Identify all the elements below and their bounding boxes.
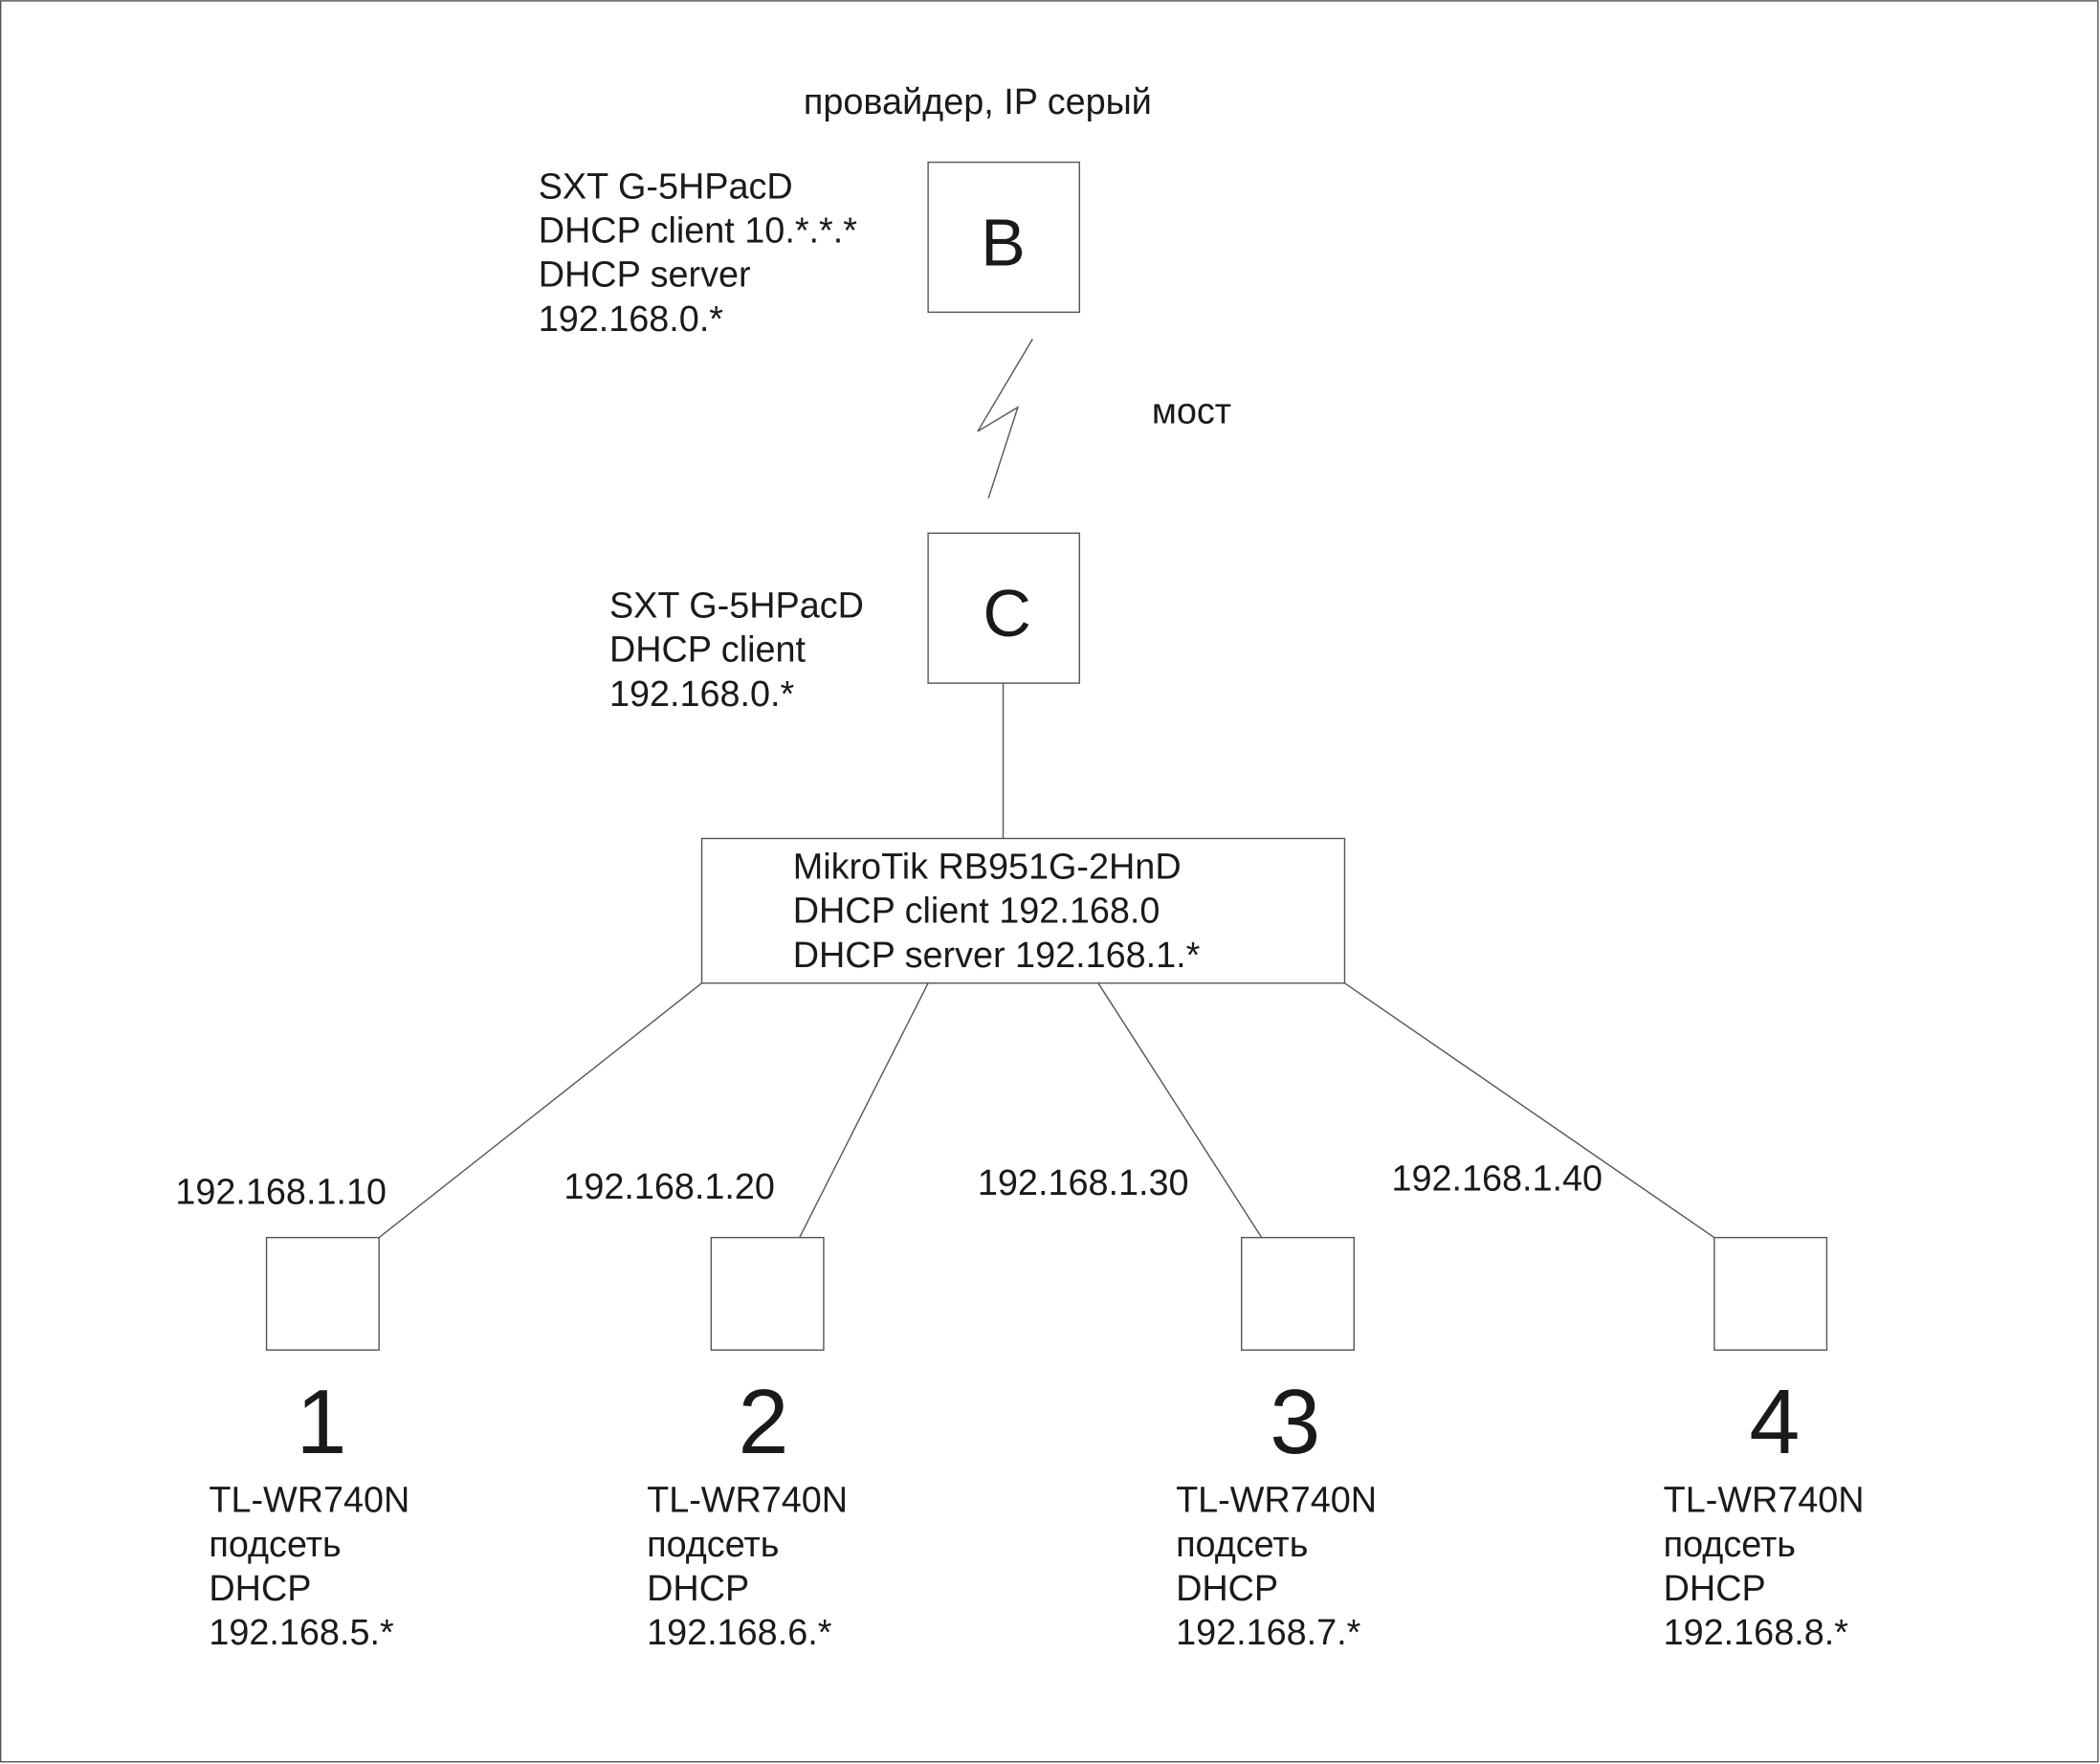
link-client-4 (1344, 982, 1715, 1239)
client-line: 192.168.5.* (209, 1613, 394, 1653)
client-line: 192.168.8.* (1664, 1613, 1849, 1653)
node-c-letter: C (983, 576, 1031, 650)
node-c-box (927, 532, 1080, 684)
wireless-link-icon (977, 338, 1033, 499)
client-line: DHCP (647, 1569, 749, 1609)
link-client-2 (799, 982, 929, 1238)
node-b-box (927, 161, 1080, 314)
client-number: 4 (1749, 1372, 1800, 1473)
node-b-letter: B (981, 205, 1026, 279)
client-line: 192.168.6.* (647, 1613, 832, 1653)
node-b-line: 192.168.0.* (539, 299, 724, 340)
client-line: подсеть (647, 1525, 779, 1565)
client-line: DHCP (1176, 1569, 1278, 1609)
client-line: 192.168.7.* (1176, 1613, 1361, 1653)
client-line: подсеть (1176, 1525, 1308, 1565)
client-number: 1 (296, 1372, 346, 1473)
node-b-line: DHCP client 10.*.*.* (539, 211, 857, 252)
client-3: 192.168.1.30 3 TL-WR740N подсеть DHCP 19… (978, 1163, 1377, 1653)
router-line: MikroTik RB951G-2HnD (793, 848, 1182, 888)
client-line: TL-WR740N (1176, 1481, 1377, 1521)
node-b-line: DHCP server (539, 255, 751, 296)
client-line: DHCP (209, 1569, 311, 1609)
client-1: 192.168.1.10 1 TL-WR740N подсеть DHCP 19… (175, 1173, 409, 1654)
router-line: DHCP server 192.168.1.* (793, 936, 1201, 976)
client-number: 2 (738, 1372, 788, 1473)
node-c-line: 192.168.0.* (609, 674, 795, 715)
node-b-line: SXT G-5HPacD (539, 166, 793, 207)
node-c: SXT G-5HPacD DHCP client 192.168.0.* C (609, 532, 1080, 715)
client-box (1240, 1236, 1355, 1351)
client-box (1713, 1236, 1828, 1351)
router: MikroTik RB951G-2HnD DHCP client 192.168… (700, 837, 1346, 984)
client-line: подсеть (1664, 1525, 1796, 1565)
client-line: TL-WR740N (1664, 1481, 1865, 1521)
client-number: 3 (1270, 1372, 1320, 1473)
client-line: DHCP (1664, 1569, 1766, 1609)
router-box (700, 837, 1346, 984)
provider-label: провайдер, IP серый (804, 82, 1152, 122)
client-ip: 192.168.1.10 (175, 1173, 387, 1213)
client-ip: 192.168.1.40 (1391, 1159, 1603, 1200)
client-ip: 192.168.1.30 (978, 1163, 1189, 1203)
client-line: подсеть (209, 1525, 341, 1565)
client-line: TL-WR740N (209, 1481, 409, 1521)
client-box (265, 1236, 380, 1351)
client-line: TL-WR740N (647, 1481, 848, 1521)
client-4: 192.168.1.40 4 TL-WR740N подсеть DHCP 19… (1391, 1159, 1864, 1654)
link-client-3 (1097, 982, 1263, 1239)
client-ip: 192.168.1.20 (564, 1167, 775, 1207)
node-c-line: DHCP client (609, 630, 807, 671)
router-line: DHCP client 192.168.0 (793, 892, 1161, 932)
bridge-label: мост (1152, 392, 1231, 432)
client-2: 192.168.1.20 2 TL-WR740N подсеть DHCP 19… (564, 1167, 848, 1653)
node-c-line: SXT G-5HPacD (609, 586, 864, 627)
node-b: SXT G-5HPacD DHCP client 10.*.*.* DHCP s… (539, 161, 1080, 340)
link-client-1 (378, 982, 702, 1239)
client-box (710, 1236, 825, 1351)
